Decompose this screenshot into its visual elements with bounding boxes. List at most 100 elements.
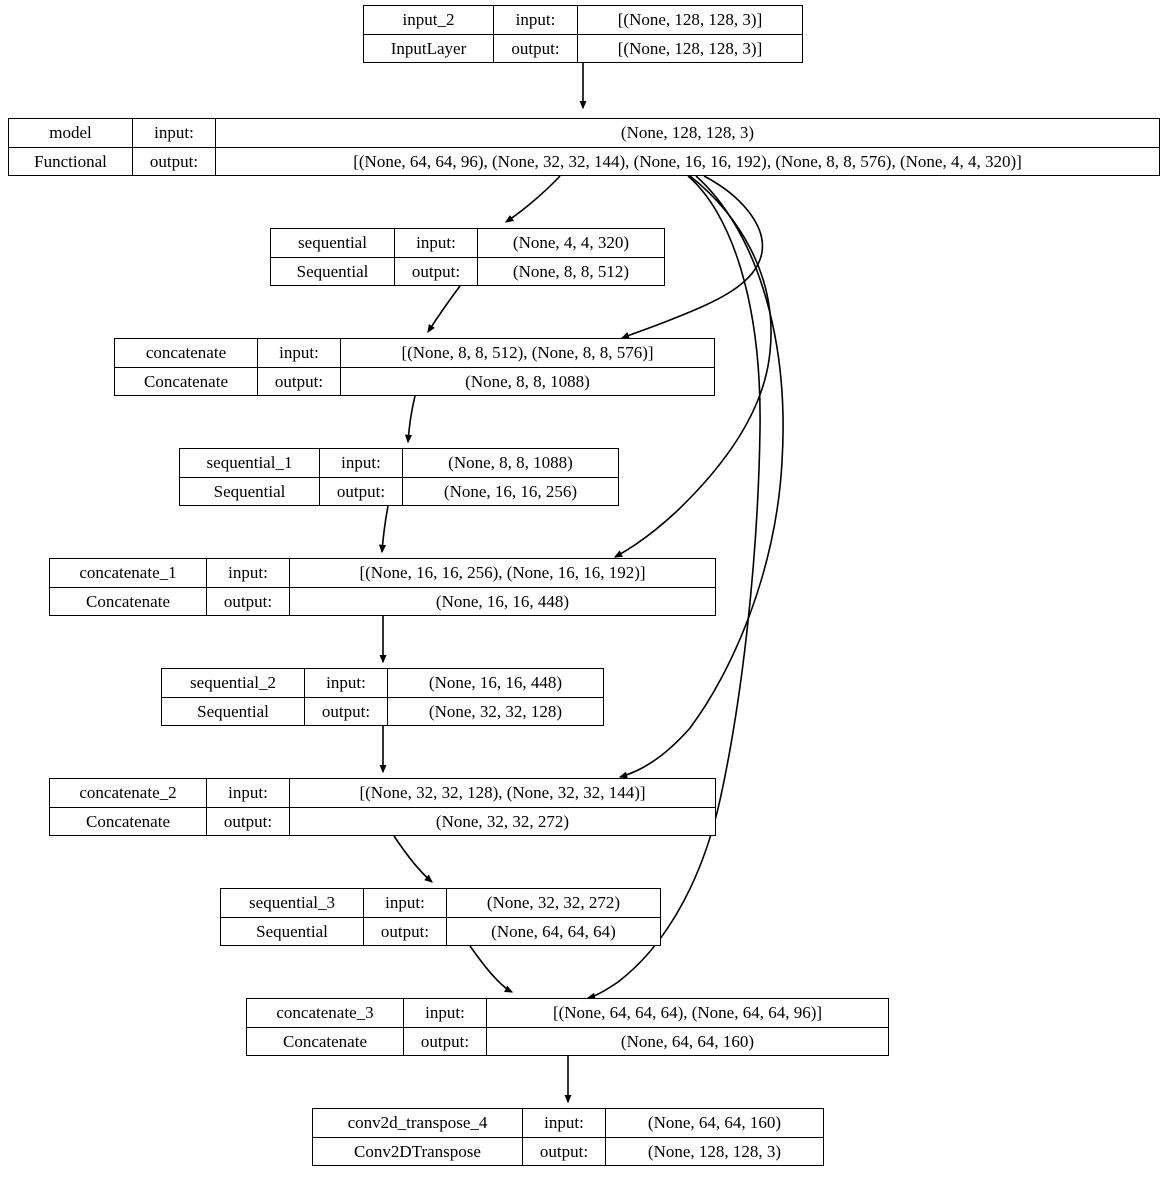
input-shape: (None, 16, 16, 448) (428, 673, 563, 693)
output-shape: (None, 16, 16, 448) (435, 591, 570, 611)
layer-name: sequential_2 (162, 669, 305, 697)
node-model[interactable]: model input: (None, 128, 128, 3) Functio… (8, 118, 1160, 176)
edge-sequential1-to-concatenate1 (378, 505, 389, 554)
output-shape: [(None, 64, 64, 96), (None, 32, 32, 144)… (353, 151, 1022, 171)
input-label: input: (207, 559, 290, 587)
layer-class: Sequential (271, 257, 395, 285)
output-shape: (None, 64, 64, 160) (620, 1031, 755, 1051)
layer-class: Concatenate (50, 587, 207, 615)
node-row-output: Concatenate output: (None, 64, 64, 160) (247, 1027, 888, 1055)
node-sequential[interactable]: sequential input: (None, 4, 4, 320) Sequ… (270, 228, 665, 286)
layer-name: sequential_1 (180, 449, 320, 477)
output-label: output: (207, 587, 290, 615)
node-row-input: model input: (None, 128, 128, 3) (9, 119, 1159, 148)
output-shape: [(None, 128, 128, 3)] (617, 38, 763, 58)
layer-name: input_2 (364, 6, 494, 34)
node-row-input: concatenate_2 input: [(None, 32, 32, 128… (50, 779, 715, 808)
node-sequential_3[interactable]: sequential_3 input: (None, 32, 32, 272) … (220, 888, 661, 946)
input-shape: (None, 128, 128, 3) (620, 123, 755, 143)
input-label: input: (494, 6, 578, 34)
node-row-output: Sequential output: (None, 64, 64, 64) (221, 917, 660, 945)
node-row-output: Sequential output: (None, 8, 8, 512) (271, 257, 664, 285)
layer-name: conv2d_transpose_4 (313, 1109, 523, 1137)
output-shape: (None, 64, 64, 64) (491, 921, 616, 941)
input-shape: [(None, 64, 64, 64), (None, 64, 64, 96)] (552, 1003, 823, 1023)
output-label: output: (494, 34, 578, 62)
input-shape: [(None, 16, 16, 256), (None, 16, 16, 192… (359, 563, 646, 583)
layer-name: concatenate_3 (247, 999, 404, 1027)
input-label: input: (133, 119, 216, 147)
input-shape: (None, 8, 8, 1088) (448, 453, 573, 473)
input-shape: [(None, 8, 8, 512), (None, 8, 8, 576)] (401, 343, 654, 363)
output-shape: (None, 128, 128, 3) (647, 1141, 782, 1161)
node-concatenate_3[interactable]: concatenate_3 input: [(None, 64, 64, 64)… (246, 998, 889, 1056)
node-row-output: InputLayer output: [(None, 128, 128, 3)] (364, 34, 802, 62)
node-row-input: sequential_1 input: (None, 8, 8, 1088) (180, 449, 618, 478)
output-label: output: (133, 147, 216, 175)
output-shape: (None, 32, 32, 272) (435, 811, 570, 831)
input-label: input: (395, 229, 478, 257)
output-label: output: (305, 697, 388, 725)
output-label: output: (395, 257, 478, 285)
edge-sequential3-to-concatenate3 (469, 945, 514, 993)
node-row-output: Concatenate output: (None, 8, 8, 1088) (115, 367, 714, 395)
layer-class: InputLayer (364, 34, 494, 62)
edge-concatenate2-to-sequential3 (393, 835, 433, 883)
layer-class: Sequential (180, 477, 320, 505)
edge-model-to-sequential (505, 175, 561, 223)
node-row-input: input_2 input: [(None, 128, 128, 3)] (364, 6, 802, 35)
node-row-output: Concatenate output: (None, 32, 32, 272) (50, 807, 715, 835)
layer-class: Conv2DTranspose (313, 1137, 523, 1165)
output-shape: (None, 8, 8, 1088) (465, 371, 590, 391)
input-shape: [(None, 128, 128, 3)] (617, 10, 763, 30)
input-label: input: (364, 889, 447, 917)
edge-sequential-to-concatenate (427, 285, 461, 334)
node-concatenate_2[interactable]: concatenate_2 input: [(None, 32, 32, 128… (49, 778, 716, 836)
input-shape: (None, 64, 64, 160) (647, 1113, 782, 1133)
node-row-output: Sequential output: (None, 32, 32, 128) (162, 697, 603, 725)
input-shape: (None, 32, 32, 272) (486, 893, 621, 913)
node-sequential_2[interactable]: sequential_2 input: (None, 16, 16, 448) … (161, 668, 604, 726)
output-shape: (None, 8, 8, 512) (512, 261, 630, 281)
input-shape: [(None, 32, 32, 128), (None, 32, 32, 144… (359, 783, 646, 803)
layer-class: Sequential (162, 697, 305, 725)
node-row-input: concatenate input: [(None, 8, 8, 512), (… (115, 339, 714, 368)
output-label: output: (404, 1027, 487, 1055)
input-label: input: (404, 999, 487, 1027)
output-label: output: (207, 807, 290, 835)
layer-class: Concatenate (247, 1027, 404, 1055)
input-label: input: (207, 779, 290, 807)
node-concatenate_1[interactable]: concatenate_1 input: [(None, 16, 16, 256… (49, 558, 716, 616)
layer-name: concatenate_1 (50, 559, 207, 587)
node-row-input: sequential_3 input: (None, 32, 32, 272) (221, 889, 660, 918)
output-shape: (None, 16, 16, 256) (443, 481, 578, 501)
edge-concatenate-to-sequential1 (404, 395, 416, 444)
node-row-input: conv2d_transpose_4 input: (None, 64, 64,… (313, 1109, 823, 1138)
node-concatenate[interactable]: concatenate input: [(None, 8, 8, 512), (… (114, 338, 715, 396)
node-conv2d_transpose_4[interactable]: conv2d_transpose_4 input: (None, 64, 64,… (312, 1108, 824, 1166)
layer-name: concatenate_2 (50, 779, 207, 807)
input-label: input: (258, 339, 341, 367)
node-row-output: Functional output: [(None, 64, 64, 96), … (9, 147, 1159, 175)
input-label: input: (320, 449, 403, 477)
node-row-output: Sequential output: (None, 16, 16, 256) (180, 477, 618, 505)
layer-class: Concatenate (50, 807, 207, 835)
node-row-output: Concatenate output: (None, 16, 16, 448) (50, 587, 715, 615)
layer-name: sequential_3 (221, 889, 364, 917)
layer-class: Concatenate (115, 367, 258, 395)
layer-name: sequential (271, 229, 395, 257)
node-row-input: sequential input: (None, 4, 4, 320) (271, 229, 664, 258)
node-sequential_1[interactable]: sequential_1 input: (None, 8, 8, 1088) S… (179, 448, 619, 506)
layer-class: Functional (9, 147, 133, 175)
node-input_2[interactable]: input_2 input: [(None, 128, 128, 3)] Inp… (363, 5, 803, 63)
output-label: output: (258, 367, 341, 395)
input-shape: (None, 4, 4, 320) (512, 233, 630, 253)
output-label: output: (364, 917, 447, 945)
output-label: output: (523, 1137, 606, 1165)
node-row-input: sequential_2 input: (None, 16, 16, 448) (162, 669, 603, 698)
node-row-output: Conv2DTranspose output: (None, 128, 128,… (313, 1137, 823, 1165)
layer-name: model (9, 119, 133, 147)
input-label: input: (305, 669, 388, 697)
layer-name: concatenate (115, 339, 258, 367)
